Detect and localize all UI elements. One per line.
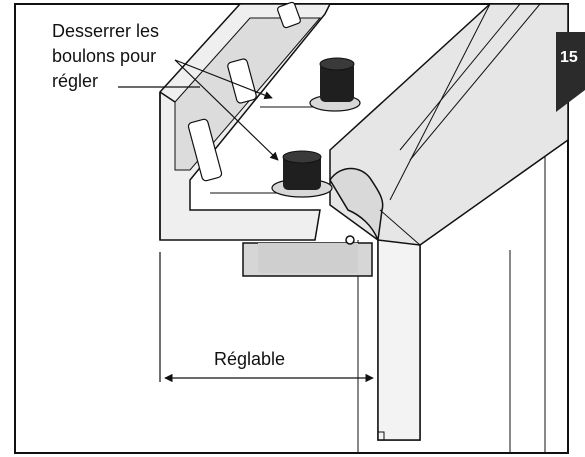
callout-line-3: régler bbox=[52, 71, 98, 91]
callout-line-1: Desserrer les bbox=[52, 21, 159, 41]
plate-face bbox=[258, 243, 358, 273]
step-badge: 15 bbox=[556, 32, 585, 112]
rail bbox=[329, 3, 569, 441]
callout-leaders bbox=[118, 59, 279, 161]
dimension-label: Réglable bbox=[214, 349, 285, 369]
knurled-bolt-upper bbox=[260, 57, 361, 112]
side-bolts bbox=[187, 1, 301, 182]
step-number: 15 bbox=[560, 49, 578, 66]
knurled-bolt-lower bbox=[210, 150, 333, 198]
callout-text: Desserrer les boulons pour régler bbox=[52, 21, 164, 91]
dimension-line bbox=[159, 252, 374, 383]
rail-hole bbox=[345, 235, 355, 245]
callout-line-2: boulons pour bbox=[52, 46, 156, 66]
